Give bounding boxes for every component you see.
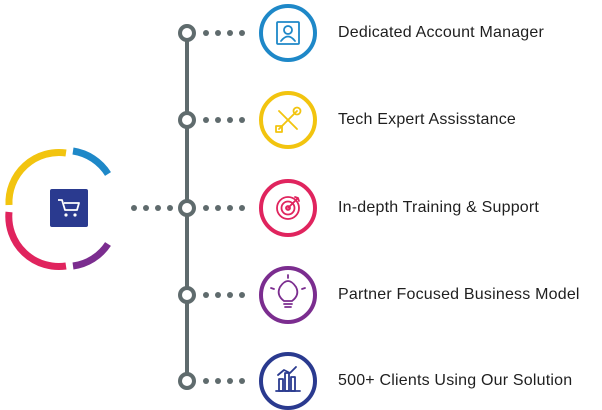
feature-row — [178, 91, 317, 149]
feature-label: Partner Focused Business Model — [338, 286, 580, 303]
spine-node — [178, 111, 196, 129]
spine-node — [178, 199, 196, 217]
feature-row — [178, 179, 317, 237]
icon-ring — [259, 352, 317, 410]
feature-label: 500+ Clients Using Our Solution — [338, 372, 573, 389]
bar-chart-icon — [275, 366, 301, 392]
feature-label: Dedicated Account Manager — [338, 24, 545, 41]
hub-ring-purple-segment — [72, 241, 111, 270]
account-manager-icon — [276, 21, 300, 45]
hub-ring-blue-segment — [72, 147, 111, 176]
hub-ring-yellow-segment — [5, 149, 67, 206]
spine-node — [178, 286, 196, 304]
feature-label: In-depth Training & Support — [338, 199, 540, 216]
connector-dots — [203, 30, 245, 36]
shopping-cart-icon — [50, 189, 88, 227]
tools-icon — [275, 106, 302, 133]
lightbulb-icon — [270, 274, 306, 308]
icon-ring — [259, 266, 317, 324]
feature-row — [178, 266, 317, 324]
spine-node — [178, 24, 196, 42]
connector-dots — [203, 117, 245, 123]
hub-connector-dots — [131, 205, 173, 211]
connector-dots — [203, 205, 245, 211]
connector-dots — [203, 292, 245, 298]
target-icon — [276, 196, 300, 220]
icon-ring — [259, 4, 317, 62]
spine-node — [178, 372, 196, 390]
connector-dots — [203, 378, 245, 384]
hub-ring-red-segment — [5, 211, 67, 270]
feature-row — [178, 352, 317, 410]
feature-row — [178, 4, 317, 62]
feature-label: Tech Expert Assisstance — [338, 111, 517, 128]
hub-ring — [5, 147, 111, 270]
